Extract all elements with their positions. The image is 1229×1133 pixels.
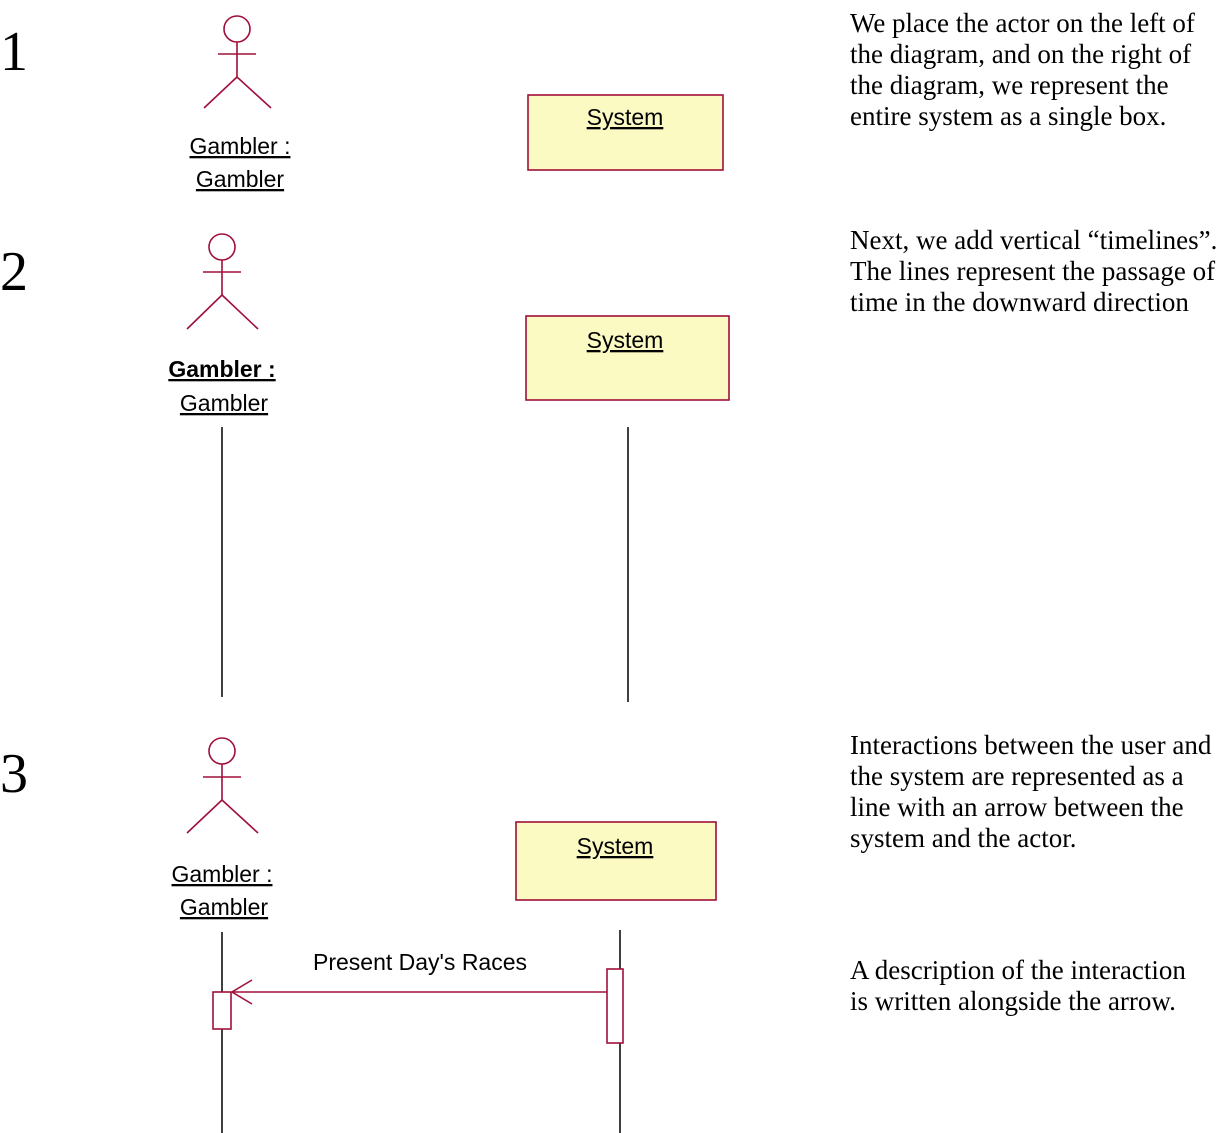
step-2-actor-label-line2: Gambler bbox=[180, 390, 269, 416]
step-1-system-box bbox=[527, 94, 724, 171]
step-1-actor-icon bbox=[203, 15, 272, 109]
step-3-system-label: System bbox=[577, 833, 654, 859]
step-3-description: Interactions between the user and the sy… bbox=[850, 730, 1212, 853]
step-3-actor-icon bbox=[186, 737, 259, 834]
step-3-actor-activation bbox=[212, 991, 232, 1030]
step-2-description: Next, we add vertical “timelines”. The l… bbox=[850, 225, 1218, 317]
step-3-actor-label-line1: Gambler : bbox=[172, 861, 273, 887]
step-1-system-label: System bbox=[587, 104, 664, 130]
step-3-message-arrowhead bbox=[230, 979, 253, 1005]
step-2-actor-icon bbox=[186, 233, 259, 330]
step-2-actor-label-line1: Gambler : bbox=[168, 356, 275, 382]
step-2-system-box bbox=[525, 315, 730, 401]
step-3-actor-label-line2: Gambler bbox=[180, 894, 269, 920]
step-1-description: We place the actor on the left of the di… bbox=[850, 8, 1195, 131]
step-1-actor-label-line2: Gambler bbox=[196, 166, 285, 192]
step-3-number: 3 bbox=[0, 743, 28, 805]
step-2: 2 Gambler : Gambler System bbox=[0, 233, 730, 702]
step-1-actor-label-line1: Gambler : bbox=[190, 133, 291, 159]
step-3-system-box bbox=[515, 821, 717, 901]
step-2-number: 2 bbox=[0, 241, 28, 303]
step-3-message-label: Present Day's Races bbox=[313, 949, 527, 975]
step-3: 3 Gambler : Gambler System Present Day's… bbox=[0, 737, 717, 1133]
step-3-description-2: A description of the interaction is writ… bbox=[850, 955, 1186, 1016]
step-3-system-activation bbox=[606, 968, 624, 1044]
step-1-number: 1 bbox=[0, 21, 28, 83]
step-1: 1 Gambler : Gambler System bbox=[0, 15, 724, 192]
step-2-system-label: System bbox=[587, 327, 664, 353]
